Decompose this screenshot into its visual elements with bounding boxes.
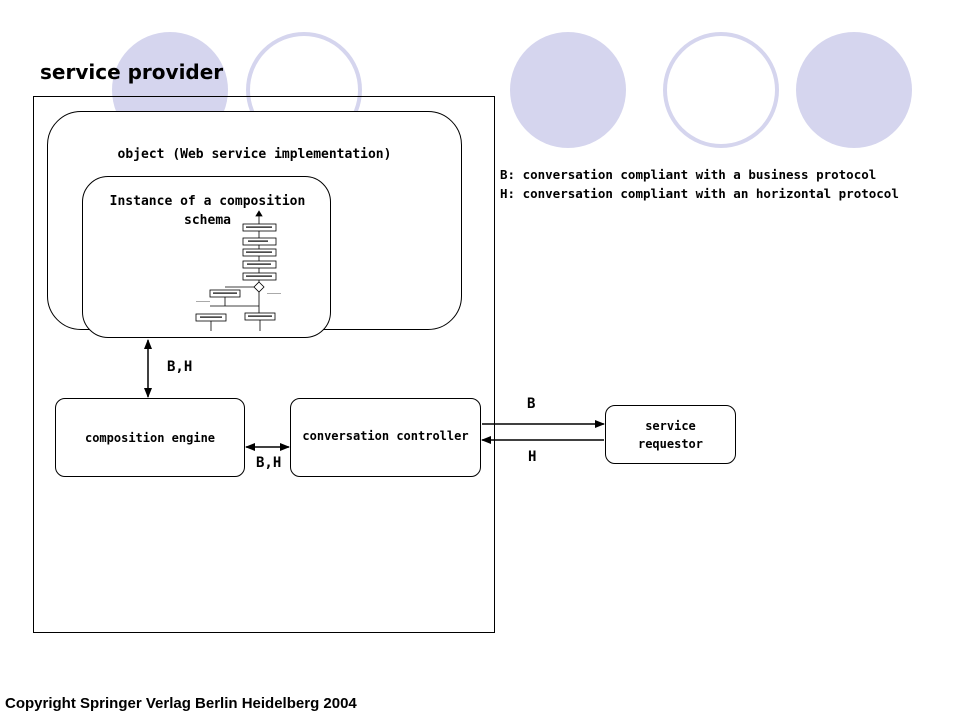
conversation-controller-node: conversation controller xyxy=(290,398,481,477)
instance-label: Instance of a composition schema xyxy=(109,194,306,228)
decor-circle-5 xyxy=(796,32,912,148)
page-title: service provider xyxy=(40,60,224,84)
service-requestor-label: service requestor xyxy=(637,418,704,451)
instance-box: Instance of a composition schema xyxy=(82,176,331,338)
edge-label-engine-controller: B,H xyxy=(256,455,282,471)
composition-schema-thumbnail xyxy=(195,210,281,331)
object-label: object (Web service implementation) xyxy=(117,147,392,162)
composition-engine-label: composition engine xyxy=(84,430,216,445)
composition-engine-node: composition engine xyxy=(55,398,245,477)
legend-item-horizontal: H: conversation compliant with an horizo… xyxy=(500,186,899,201)
conversation-controller-label: conversation controller xyxy=(302,429,469,443)
copyright-footer: Copyright Springer Verlag Berlin Heidelb… xyxy=(5,695,357,712)
edge-label-business: B xyxy=(527,396,536,412)
legend: B: conversation compliant with a busines… xyxy=(500,165,899,203)
service-provider-box xyxy=(33,96,495,633)
legend-item-business: B: conversation compliant with a busines… xyxy=(500,167,877,182)
decor-circle-4 xyxy=(663,32,779,148)
edge-label-horizontal: H xyxy=(528,449,537,465)
service-requestor-node: service requestor xyxy=(605,405,736,464)
edge-label-instance-engine: B,H xyxy=(167,359,193,375)
decor-circle-3 xyxy=(510,32,626,148)
